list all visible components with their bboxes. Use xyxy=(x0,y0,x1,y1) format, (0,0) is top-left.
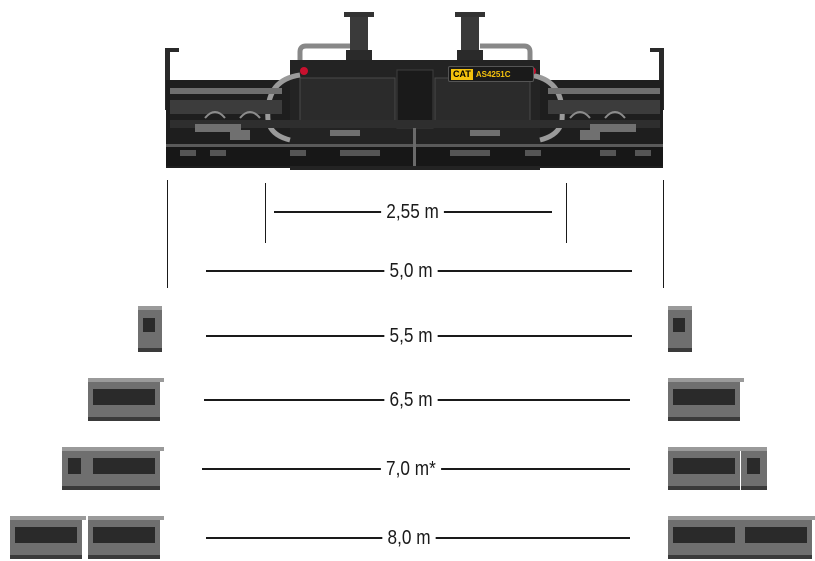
extension-5-5-right xyxy=(668,306,692,352)
inner-left-guide xyxy=(265,183,266,243)
cat-model-badge: CAT AS4251C xyxy=(448,66,534,82)
dimension-row-2-55: 2,55 m xyxy=(274,198,552,226)
dimension-label: 6,5 m xyxy=(384,387,438,413)
extension-7-0-right-inner xyxy=(668,447,744,490)
dimension-label: 7,0 m* xyxy=(380,456,441,482)
model-label: AS4251C xyxy=(475,69,511,79)
dimension-row-5-5: 5,5 m xyxy=(206,322,632,350)
extension-modules xyxy=(10,306,815,559)
extension-6-5-left xyxy=(88,378,164,421)
dimension-label: 5,5 m xyxy=(384,323,438,349)
extension-6-5-right xyxy=(668,378,744,421)
extension-8-0-left-outer xyxy=(10,516,86,559)
left-lamp-icon xyxy=(300,67,308,75)
extension-5-5-left xyxy=(138,306,162,352)
outer-right-guide xyxy=(663,180,664,288)
extension-7-0-right-outer xyxy=(741,447,767,490)
dimension-row-6-5: 6,5 m xyxy=(204,386,630,414)
extension-7-0-left-outer xyxy=(62,447,88,490)
inner-right-guide xyxy=(566,183,567,243)
lift-cylinders xyxy=(344,12,485,62)
paver-screed-illustration xyxy=(165,12,664,170)
extension-8-0-left-inner xyxy=(88,516,164,559)
dimension-label: 8,0 m xyxy=(382,525,436,551)
dimension-row-7-0: 7,0 m* xyxy=(202,455,630,483)
extension-7-0-left-inner xyxy=(88,447,164,490)
extension-8-0-right-inner xyxy=(668,516,744,559)
dimension-label: 2,55 m xyxy=(381,199,445,225)
extension-8-0-right-outer xyxy=(740,516,815,559)
dimension-label: 5,0 m xyxy=(384,258,438,284)
cat-logo: CAT xyxy=(451,68,473,80)
dimension-row-8-0: 8,0 m xyxy=(206,524,630,552)
dimension-row-5-0: 5,0 m xyxy=(206,257,632,285)
outer-left-guide xyxy=(167,180,168,288)
